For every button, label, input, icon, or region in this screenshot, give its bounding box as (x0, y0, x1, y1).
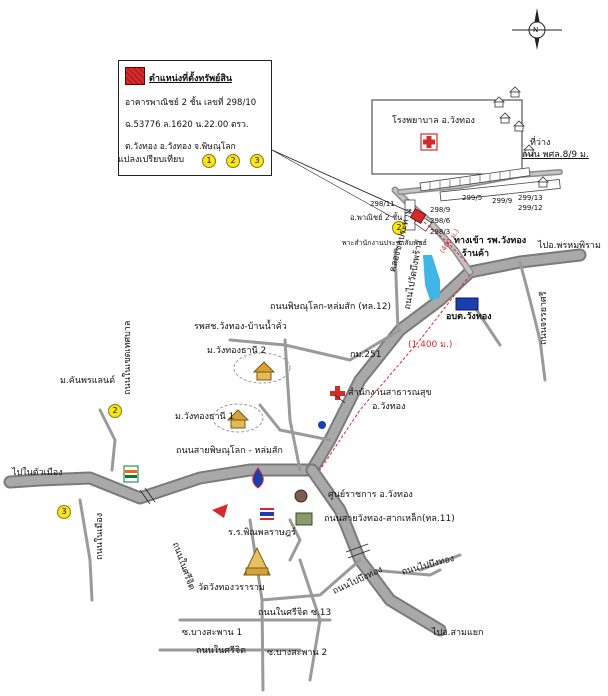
to-sam-yaek-label: ไปอ.สามแยก (432, 628, 484, 638)
compass-north-label: N (533, 26, 539, 34)
temple-label: วัดวังทองวราราม (198, 583, 265, 593)
fuel-station-icon (252, 467, 264, 489)
distance-route-1 (423, 221, 467, 263)
comparable-marker-2: 2 (226, 154, 240, 168)
legend-title: ตำแหน่งที่ตั้งทรัพย์สิน (149, 74, 232, 84)
map-marker-2: 2 (392, 221, 406, 235)
road-12-label: ถนนพิษณุโลก-หล่มสัก (ทล.12) (270, 302, 391, 312)
village-kanphai-label: ม.คันพรแลนด์ (60, 376, 116, 386)
obt-building-icon (455, 297, 479, 311)
distance-1400-label: (1,400 ม.) (408, 340, 453, 350)
hospital-block (371, 99, 523, 175)
obt-label: อบต.วังทอง (446, 312, 492, 322)
shop-label: ร้านค้า (462, 249, 490, 259)
canal (423, 255, 440, 300)
pubhealth-label-2: อ.วังทอง (372, 402, 406, 412)
comparable-marker-3: 3 (250, 154, 264, 168)
commercial-2f-label: อ.พาณิชย์ 2 ชั้น (350, 213, 403, 222)
rps-label: รพสช.วังทอง-บ้านน้ำคั่ว (194, 322, 287, 332)
comparable-marker-1: 1 (202, 154, 216, 168)
property-swatch (125, 67, 145, 85)
road-naisri13-label: ถนนในศรีจิต ซ.13 (258, 608, 332, 618)
legend-line-2: ฉ.53776 ล.1620 น.22.00 ตรว. (125, 120, 249, 130)
seven-eleven-icon (123, 465, 139, 483)
house-icons (493, 86, 549, 188)
house-icon (252, 361, 276, 373)
to-city-label: ไปในตัวเมือง (12, 468, 63, 478)
km-251-label: กม.251 (350, 350, 382, 360)
empty-lot-label: ที่ว่าง (530, 138, 551, 148)
unit-label-2986: 298/6 (430, 217, 451, 225)
compass-icon (512, 8, 562, 50)
village-1-label: ม.วังทองธานี 1 (175, 412, 235, 422)
unit-label-29912: 299/12 (518, 204, 543, 212)
road-naisri-bottom-label: ถนนในศรีจิต (196, 646, 246, 656)
legend-leader-line (271, 149, 413, 214)
school-icon (295, 512, 313, 526)
legend-line-1: อาคารพาณิชย์ 2 ชั้น เลขที่ 298/10 (125, 98, 257, 108)
public-health-cross-icon (330, 386, 345, 400)
soi-bangsaphan2-label: ซ.บางสะพาน 2 (267, 648, 328, 658)
hospital-cross-icon (420, 133, 438, 151)
subject-property-marker (409, 208, 427, 224)
honda-icon (212, 504, 228, 518)
road-phit-lom-label: ถนนสายพิษณุโลก - หล่มสัก (176, 446, 283, 456)
village-1-outline (212, 403, 264, 433)
gov-center-label: ศูนย์ราชการ อ.วังทอง (328, 490, 413, 500)
unit-label-2983: 298/3 (430, 228, 451, 236)
comparables-label: แปลงเปรียบเทียบ (118, 155, 185, 165)
soi-road-label: ถนน พศล.8/9 ม. (522, 150, 589, 160)
hospital-entrance-label: ทางเข้า รพ.วังทอง (454, 236, 527, 246)
legend-box: ตำแหน่งที่ตั้งทรัพย์สิน อาคารพาณิชย์ 2 ช… (118, 60, 272, 176)
road-highway-12 (305, 248, 587, 477)
unit-label-29913: 299/13 (518, 194, 543, 202)
pr-building-label: พาะสำนักงานประชาสัมพันธ์ (342, 239, 427, 247)
village-2-label: ม.วังทองธานี 2 (207, 346, 267, 356)
road-naiket-label: ถนนในเขตเทศบาล (123, 320, 133, 395)
logo-icon (318, 421, 326, 429)
gov-center-icon (294, 489, 308, 503)
soi-bangsaphan1-label: ซ.บางสะพาน 1 (182, 628, 243, 638)
to-phrom-phiram-label: ไปอ.พรหมพิราม (538, 241, 601, 251)
road-11-label: ถนนสายวังทอง-สากเหล็ก(ทล.11) (324, 514, 455, 524)
road-jrs-label: ถนนจรรยาศรี (539, 291, 549, 345)
distance-route-2 (319, 274, 471, 471)
unit-label-2995: 299/5 (462, 194, 483, 202)
road-naimueang-label: ถนนในเมือง (95, 512, 105, 560)
unit-label-29811: 298/11 (370, 200, 395, 208)
map-marker-2b: 2 (108, 404, 122, 418)
map-marker-3: 3 (57, 505, 71, 519)
thai-flag-icon (260, 508, 274, 520)
unit-label-2999: 299/9 (492, 197, 513, 205)
hospital-label: โรงพยาบาล อ.วังทอง (392, 116, 475, 126)
legend-line-3: ต.วังทอง อ.วังทอง จ.พิษณุโลก (125, 142, 236, 152)
unit-label-2989: 298/9 (430, 206, 451, 214)
school-label: ร.ร.พิณพลราษฎร์ (228, 528, 296, 538)
village-2-outline (233, 352, 291, 384)
pubhealth-label-1: สำนักงานสาธารณสุข (348, 388, 432, 398)
